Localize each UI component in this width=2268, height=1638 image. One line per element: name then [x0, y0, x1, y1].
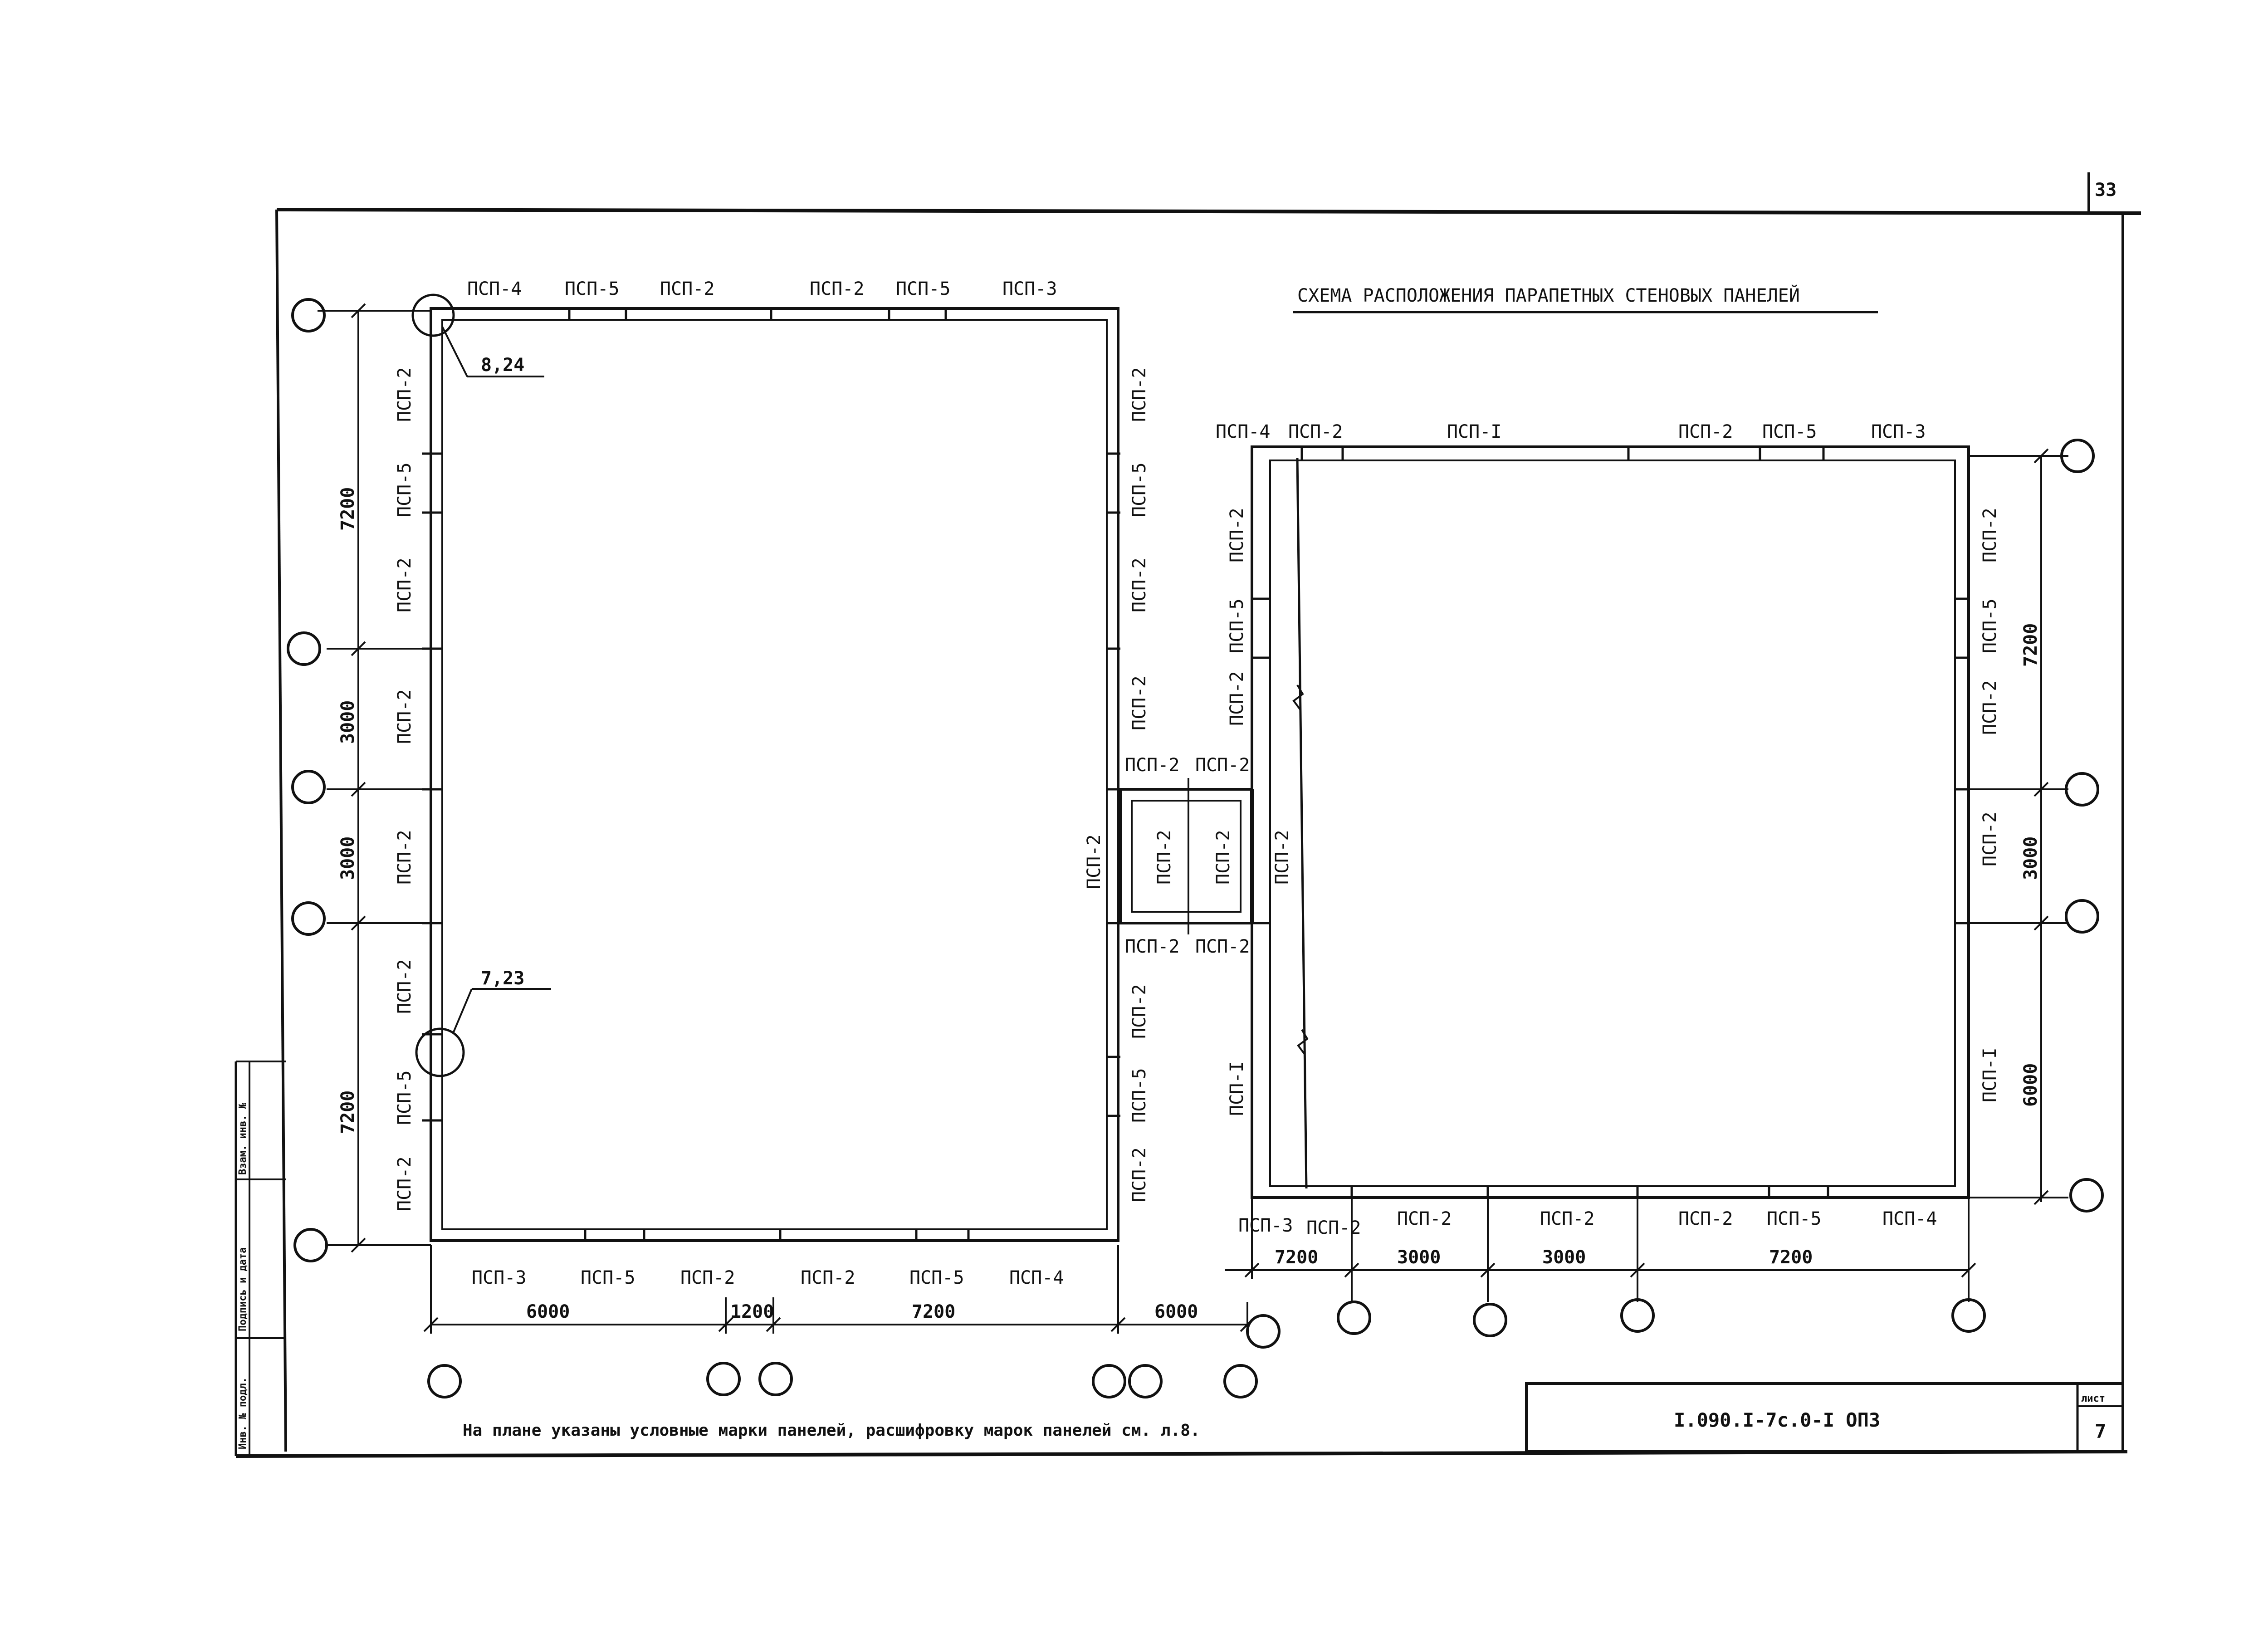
margin-stamp-field: Инв. № подл. [237, 1377, 249, 1449]
panel-mark: ПСП-3 [1238, 1215, 1293, 1236]
margin-stamp: Инв. № подл. Подпись и дата Взам. инв. № [237, 1102, 249, 1449]
axis-markers [1246, 439, 2104, 1349]
margin-stamp-field: Подпись и дата [237, 1247, 249, 1331]
panel-mark: ПСП-2 [1129, 1148, 1150, 1202]
dimension: 3000 [2020, 836, 2041, 880]
panel-mark: ПСП-2 [1129, 558, 1150, 612]
panel-mark: ПСП-2 [1084, 835, 1105, 889]
panel-mark: ПСП-4 [1009, 1267, 1064, 1288]
panel-mark: ПСП-4 [467, 279, 522, 299]
panel-mark: ПСП-2 [394, 367, 415, 422]
panel-mark: ПСП-2 [394, 1157, 415, 1211]
right-building: ПСП-4 ПСП-2 ПСП-I ПСП-2 ПСП-5 ПСП-3 ПСП-… [1216, 421, 2104, 1349]
panel-mark: ПСП-5 [1129, 1068, 1150, 1123]
panel-mark: ПСП-5 [1762, 421, 1817, 442]
panel-mark: ПСП-5 [1129, 463, 1150, 517]
panel-mark: ПСП-5 [909, 1267, 964, 1288]
panel-mark: ПСП-2 [1540, 1208, 1594, 1229]
panel-mark: ПСП-4 [1882, 1208, 1937, 1229]
panel-mark: ПСП-I [1980, 1048, 2000, 1102]
page-number: 33 [2095, 180, 2116, 200]
dimension: 1200 [730, 1301, 774, 1322]
panel-mark: ПСП-2 [1125, 755, 1179, 776]
dimension: 3000 [337, 700, 358, 744]
dimension: 6000 [2020, 1063, 2041, 1107]
left-top-joints [568, 308, 947, 320]
drawing-title: СХЕМА РАСПОЛОЖЕНИЯ ПАРАПЕТНЫХ СТЕНОВЫХ П… [1297, 284, 1800, 306]
panel-mark: ПСП-3 [1002, 279, 1057, 299]
panel-mark: ПСП-3 [1871, 421, 1926, 442]
panel-mark: ПСП-2 [1227, 671, 1247, 726]
panel-mark: ПСП-2 [660, 279, 714, 299]
panel-mark: ПСП-2 [1213, 830, 1234, 885]
dimension: 6000 [1154, 1301, 1198, 1322]
panel-mark: ПСП-2 [1272, 830, 1293, 885]
panel-mark: ПСП-2 [1129, 676, 1150, 730]
panel-mark: ПСП-2 [1195, 755, 1250, 776]
panel-mark: ПСП-2 [394, 830, 415, 885]
panel-mark: ПСП-3 [472, 1267, 526, 1288]
panel-mark: ПСП-5 [1227, 599, 1247, 653]
panel-mark: ПСП-2 [1154, 830, 1175, 885]
right-bottom-joints [1350, 1186, 1829, 1198]
panel-mark: ПСП-5 [1980, 599, 2000, 653]
dimension: 3000 [337, 836, 358, 880]
dimension: 3000 [1397, 1247, 1441, 1268]
panel-mark: ПСП-2 [1678, 421, 1733, 442]
sheet-number: 7 [2095, 1420, 2106, 1442]
panel-mark: ПСП-5 [896, 279, 950, 299]
panel-mark: ПСП-2 [1397, 1208, 1452, 1229]
dimension: 7200 [337, 487, 358, 531]
panel-mark: ПСП-2 [1288, 421, 1343, 442]
panel-mark: ПСП-5 [581, 1267, 635, 1288]
document-code: I.090.I-7с.0-I ОПЗ [1674, 1409, 1880, 1431]
axis-markers [287, 298, 1258, 1398]
panel-mark: ПСП-2 [394, 959, 415, 1014]
panel-mark: ПСП-2 [1125, 936, 1179, 957]
margin-stamp-field: Взам. инв. № [237, 1102, 249, 1175]
panel-mark: ПСП-2 [1980, 508, 2000, 562]
dimension: 7200 [2020, 623, 2041, 667]
panel-mark: ПСП-5 [1767, 1208, 1821, 1229]
panel-mark: ПСП-I [1447, 421, 1501, 442]
panel-mark: ПСП-2 [394, 558, 415, 612]
panel-mark: ПСП-2 [810, 279, 864, 299]
node-ref: 8,24 [481, 355, 524, 376]
link-block: ПСП-2 ПСП-2 ПСП-2 ПСП-2 ПСП-2 ПСП-2 6000 [1119, 755, 1254, 1322]
panel-mark: ПСП-2 [1129, 367, 1150, 422]
right-side-joints [1252, 597, 1969, 924]
panel-mark: ПСП-2 [1306, 1217, 1361, 1238]
left-side-joints [422, 452, 1120, 1122]
dimension: 3000 [1542, 1247, 1586, 1268]
panel-mark: ПСП-5 [394, 463, 415, 517]
panel-mark: ПСП-2 [394, 689, 415, 744]
dimension: 7200 [912, 1301, 955, 1322]
panel-mark: ПСП-2 [1227, 508, 1247, 562]
panel-mark: ПСП-4 [1216, 421, 1270, 442]
panel-mark: ПСП-5 [394, 1071, 415, 1125]
panel-mark: ПСП-2 [801, 1267, 855, 1288]
panel-mark: ПСП-2 [680, 1267, 735, 1288]
dimension: 7200 [337, 1090, 358, 1134]
panel-mark: ПСП-2 [1195, 936, 1250, 957]
panel-mark: ПСП-I [1227, 1061, 1247, 1116]
node-ref: 7,23 [481, 968, 524, 989]
sheet-label: лист [2081, 1393, 2105, 1404]
dimension: 7200 [1275, 1247, 1318, 1268]
dimension: 7200 [1769, 1247, 1813, 1268]
footnote: На плане указаны условные марки панелей,… [463, 1421, 1200, 1440]
dimension: 6000 [526, 1301, 570, 1322]
panel-mark: ПСП-2 [1129, 984, 1150, 1039]
left-bottom-joints [584, 1229, 970, 1241]
right-top-joints [1300, 447, 1825, 460]
left-building: 8,24 7,23 ПСП-4 ПСП-5 ПСП-2 ПСП-2 ПСП-5 … [287, 279, 1258, 1398]
panel-mark: ПСП-2 [1980, 812, 2000, 866]
sheet-frame [235, 172, 2141, 1458]
panel-mark: ПСП-2 [1678, 1208, 1733, 1229]
panel-mark: ПСП-5 [565, 279, 619, 299]
panel-mark: ПСП-2 [1980, 680, 2000, 735]
